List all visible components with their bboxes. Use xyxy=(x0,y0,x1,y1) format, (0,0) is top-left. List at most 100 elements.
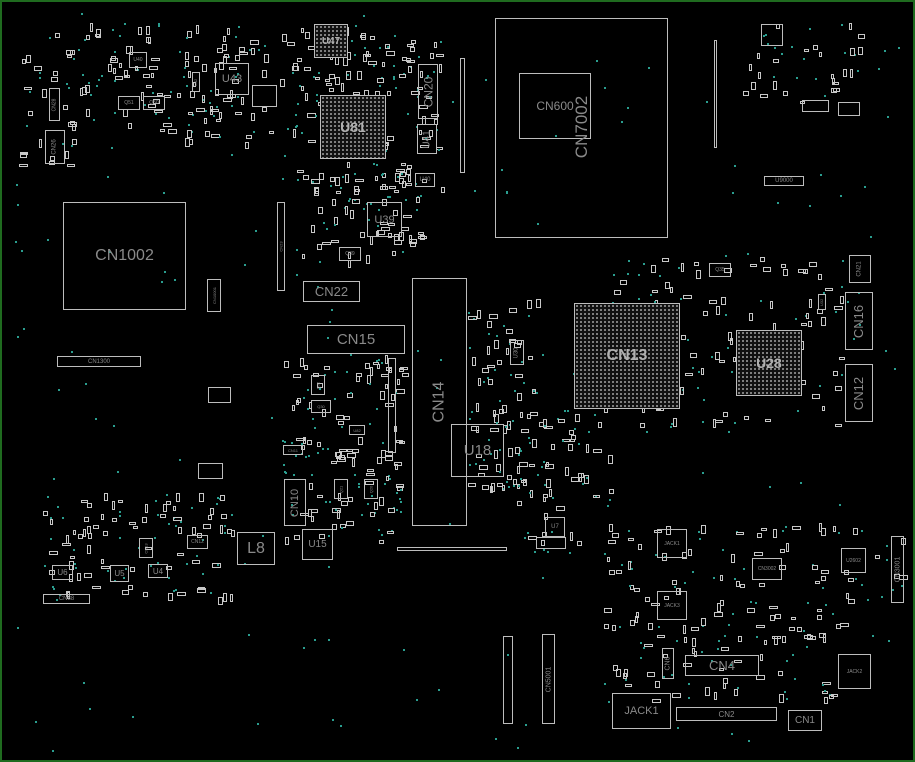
via-dot xyxy=(603,552,606,555)
component-CN10[interactable]: CN10 xyxy=(284,479,306,526)
connector-strip[interactable] xyxy=(503,636,513,724)
via-dot xyxy=(48,37,51,40)
component-CN6[interactable]: CN6 xyxy=(662,648,674,679)
passive-pad xyxy=(328,87,334,92)
component-label: U43 xyxy=(221,73,243,85)
passive-pad xyxy=(506,475,512,481)
component-U40[interactable]: U40 xyxy=(415,173,435,187)
passive-pad xyxy=(780,263,786,268)
passive-pad xyxy=(210,508,215,516)
via-dot xyxy=(765,34,768,37)
component-CN1300[interactable]: CN1300 xyxy=(57,356,141,367)
component-CN2[interactable]: CN2 xyxy=(676,707,777,721)
component-Q32[interactable]: Q32 xyxy=(311,375,325,395)
component-CN88[interactable]: CN88 xyxy=(43,594,90,604)
via-dot xyxy=(524,724,527,727)
via-dot xyxy=(293,473,296,476)
component-U43[interactable]: U43 xyxy=(215,63,249,95)
component-CN13[interactable]: CN13 xyxy=(574,303,680,409)
component-CN10001[interactable]: CN10001 xyxy=(207,279,221,312)
component-Q30[interactable]: Q30 xyxy=(311,400,331,413)
component-U4[interactable]: U4 xyxy=(148,564,168,578)
via-dot xyxy=(878,67,881,70)
component-Q39[interactable]: Q39 xyxy=(339,247,361,261)
via-dot xyxy=(532,390,535,393)
component-Q51[interactable]: Q51 xyxy=(118,96,140,110)
via-dot xyxy=(399,497,402,500)
component-JACK2[interactable]: JACK2 xyxy=(838,654,871,689)
component-CN28[interactable]: CN28 xyxy=(49,88,60,121)
component-CN3001[interactable]: CN3001 xyxy=(891,536,904,603)
component-CN22[interactable]: CN22 xyxy=(303,281,360,302)
component-CN12b[interactable]: CN12 xyxy=(187,535,208,549)
component-CN1[interactable]: CN1 xyxy=(788,710,822,731)
via-dot xyxy=(209,591,212,594)
component-U82[interactable]: U82 xyxy=(349,425,365,435)
via-dot xyxy=(819,385,822,388)
passive-pad xyxy=(152,99,160,105)
passive-pad xyxy=(405,168,411,175)
component-U42[interactable]: U42 xyxy=(192,72,200,92)
component-label: Q39 xyxy=(345,251,355,257)
component-U40a[interactable]: U40 xyxy=(129,52,147,68)
component-CN21[interactable]: CN21 xyxy=(849,255,871,283)
via-dot xyxy=(351,40,354,43)
passive-pad xyxy=(528,355,534,360)
passive-pad xyxy=(690,626,699,631)
component-U15[interactable]: U15 xyxy=(302,529,333,560)
passive-pad xyxy=(23,87,32,91)
component-label: Q30 xyxy=(317,404,325,409)
passive-pad xyxy=(335,176,341,186)
component-U7[interactable]: U7 xyxy=(545,517,565,537)
via-dot xyxy=(187,124,190,127)
component-CN3002[interactable]: CN3002 xyxy=(752,558,782,580)
passive-pad xyxy=(683,663,693,668)
component-CN20[interactable]: CN20 xyxy=(418,64,438,119)
component-CN7002[interactable] xyxy=(495,18,668,238)
passive-pad xyxy=(583,475,589,485)
via-dot xyxy=(96,84,99,87)
component-Q21[interactable]: Q21 xyxy=(334,479,348,499)
via-dot xyxy=(763,35,766,38)
via-dot xyxy=(552,497,555,500)
component-JACK3[interactable]: JACK3 xyxy=(657,591,687,620)
component-CN13b[interactable]: CN13 xyxy=(139,538,153,558)
component-U39[interactable]: U39 xyxy=(367,202,402,237)
component-CN16[interactable]: CN16 xyxy=(845,292,873,350)
component-CN14[interactable]: CN14 xyxy=(412,278,467,526)
component-JACK3a[interactable]: JACK1 xyxy=(657,529,687,558)
component-CN11[interactable]: CN11 xyxy=(283,445,303,455)
component-U30[interactable]: U30 xyxy=(510,340,524,365)
component-CN23[interactable]: CN23 xyxy=(277,202,285,291)
component-CN26[interactable]: CN26 xyxy=(45,130,65,164)
component-U5[interactable]: U5 xyxy=(110,565,129,582)
component-U81[interactable]: U81 xyxy=(320,95,386,159)
via-dot xyxy=(554,135,557,138)
component-U28[interactable]: U28 xyxy=(736,330,802,396)
component-CN5001[interactable]: CN5001 xyxy=(542,634,555,724)
component-U6[interactable]: U6 xyxy=(52,565,73,580)
passive-pad xyxy=(241,96,245,105)
component-L8[interactable]: L8 xyxy=(237,532,275,565)
component-U9000[interactable]: U9000 xyxy=(764,176,804,186)
passive-pad xyxy=(410,91,420,96)
component-Q20[interactable]: Q20 xyxy=(364,479,378,499)
component-Q50[interactable]: Q50 xyxy=(143,96,165,110)
via-dot xyxy=(701,625,704,628)
component-CN600[interactable]: CN600 xyxy=(519,73,591,139)
component-U41[interactable]: U41 xyxy=(417,124,437,154)
via-dot xyxy=(253,131,256,134)
component-CN4[interactable]: CN4 xyxy=(685,655,759,676)
component-JACK1[interactable]: JACK1 xyxy=(612,693,671,729)
component-Q35[interactable]: Q35 xyxy=(709,263,731,277)
component-U47[interactable]: U47 xyxy=(314,24,348,58)
component-U18[interactable]: U18 xyxy=(451,424,504,477)
component-CN1002[interactable]: CN1002 xyxy=(63,202,186,310)
component-CN12[interactable]: CN12 xyxy=(845,364,873,422)
component-CN15[interactable]: CN15 xyxy=(307,325,405,354)
via-dot xyxy=(70,145,73,148)
component-U32[interactable]: U32 xyxy=(818,294,826,310)
via-dot xyxy=(472,317,475,320)
component-U2602[interactable]: U2602 xyxy=(841,548,866,573)
